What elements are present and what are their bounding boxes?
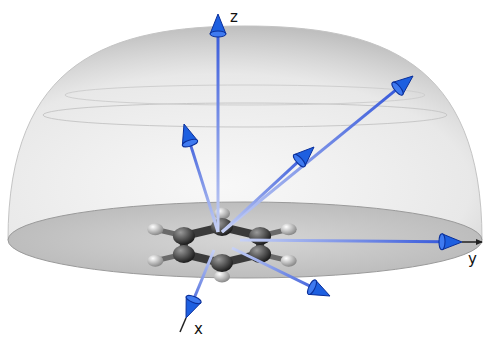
hydrogen-atom bbox=[214, 271, 230, 283]
latitude-line bbox=[65, 85, 425, 105]
arrow-cone-base bbox=[292, 153, 307, 169]
arrow-cone-base bbox=[181, 138, 198, 149]
carbon-atom bbox=[211, 254, 233, 272]
carbon-atom bbox=[173, 227, 195, 245]
arrow-cone-base bbox=[210, 31, 226, 37]
benzene-molecule bbox=[147, 208, 296, 283]
axis-line bbox=[180, 318, 186, 332]
direction-line bbox=[222, 161, 299, 232]
hydrogen-atom bbox=[281, 223, 297, 235]
carbon-atom bbox=[173, 245, 195, 263]
direction-arrows bbox=[180, 14, 483, 332]
arrow-cone-base bbox=[390, 81, 405, 97]
direction-line bbox=[240, 240, 442, 242]
axis-label: x bbox=[194, 322, 203, 337]
axis-label: z bbox=[230, 10, 238, 25]
hydrogen-atom bbox=[281, 255, 297, 267]
direction-line bbox=[190, 143, 218, 232]
arrow-cone-base bbox=[306, 279, 318, 296]
axis-tip bbox=[476, 239, 483, 245]
arrow-cone-base bbox=[439, 234, 445, 250]
hydrogen-atom bbox=[147, 223, 163, 235]
direction-line bbox=[222, 89, 398, 232]
latitude-line bbox=[43, 103, 447, 127]
arrow-cone-base bbox=[185, 294, 202, 306]
direction-line bbox=[232, 248, 312, 287]
carbon-atom bbox=[249, 227, 271, 245]
hydrogen-atom bbox=[147, 255, 163, 267]
hydrogen-atom bbox=[214, 208, 230, 220]
axis-label: y bbox=[468, 252, 477, 267]
direction-line bbox=[217, 34, 220, 232]
direction-line bbox=[194, 250, 214, 300]
